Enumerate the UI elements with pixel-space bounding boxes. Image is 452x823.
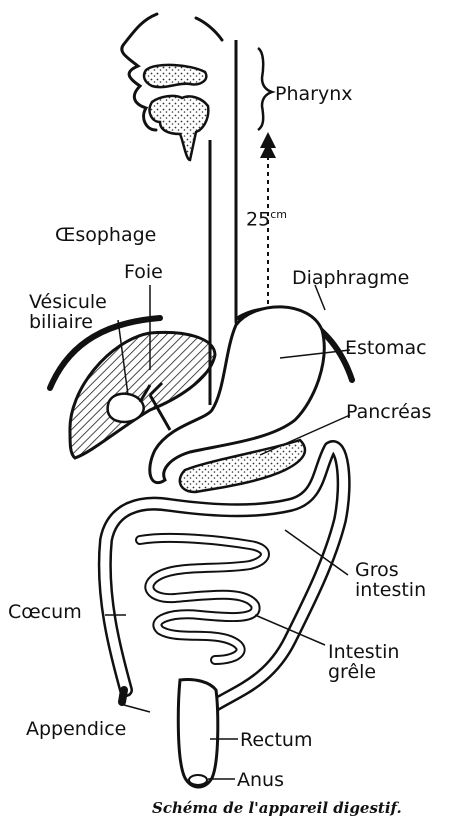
gallbladder — [108, 394, 144, 422]
label-vesicule: Vésicule biliaire — [29, 292, 107, 332]
label-gros-line2: intestin — [355, 580, 426, 600]
label-diaphragme: Diaphragme — [292, 268, 409, 288]
label-appendice: Appendice — [26, 719, 126, 739]
label-distance: 25cm — [246, 205, 287, 229]
label-vesicule-line2: biliaire — [29, 312, 107, 332]
label-gros-intestin: Gros intestin — [355, 560, 426, 600]
figure-caption: Schéma de l'appareil digestif. — [152, 799, 402, 817]
label-gros-line1: Gros — [355, 560, 426, 580]
label-vesicule-line1: Vésicule — [29, 292, 107, 312]
label-intestin-line1: Intestin — [328, 642, 399, 662]
label-anus: Anus — [237, 770, 284, 790]
label-coecum: Cœcum — [8, 602, 82, 622]
pharynx-bracket — [258, 48, 272, 130]
label-intestin-grele: Intestin grêle — [328, 642, 399, 682]
label-intestin-line2: grêle — [328, 662, 399, 682]
appendix — [122, 690, 124, 702]
label-pancreas: Pancréas — [346, 402, 431, 422]
distance-value: 25 — [246, 208, 270, 230]
label-foie: Foie — [124, 262, 163, 282]
label-rectum: Rectum — [240, 730, 312, 750]
distance-unit: cm — [270, 208, 287, 221]
rectum — [178, 679, 217, 787]
nasal-cavity — [144, 65, 208, 160]
label-estomac: Estomac — [345, 338, 427, 358]
label-oesophage: Œsophage — [55, 225, 156, 245]
label-pharynx: Pharynx — [275, 84, 352, 104]
